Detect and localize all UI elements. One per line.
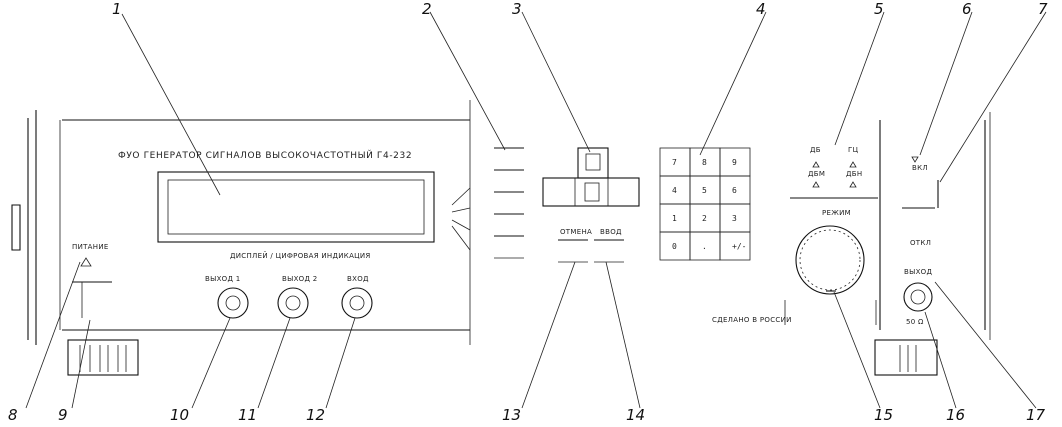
led-label-hz: ГЦ [848, 146, 859, 154]
led-label-dbn: ДБН [846, 170, 862, 178]
display-caption: ДИСПЛЕЙ / ЦИФРОВАЯ ИНДИКАЦИЯ [230, 251, 371, 260]
numeric-keypad[interactable]: 7 8 9 4 5 6 1 2 3 0. +/- [659, 147, 751, 261]
keypad-key-label: 0 [672, 242, 677, 251]
right-foot [874, 339, 938, 376]
callout-number: 11 [238, 406, 257, 424]
callout-number: 1 [112, 0, 122, 18]
knob-label-2: ВЫХОД 2 [282, 275, 318, 283]
keypad-key-label: 9 [732, 158, 737, 167]
led-label-dbm: ДБМ [808, 170, 825, 178]
chassis-outline [62, 100, 991, 345]
power-label: ПИТАНИЕ [72, 243, 109, 251]
keypad-key-label: 2 [702, 214, 707, 223]
rotary-encoder[interactable] [795, 225, 865, 295]
callout-number: 9 [58, 406, 68, 424]
knob-output-1[interactable] [217, 287, 249, 319]
callout-number: 15 [874, 406, 893, 424]
callout-number: 16 [946, 406, 965, 424]
keypad-key-label: 5 [702, 186, 707, 195]
callout-number: 14 [626, 406, 645, 424]
keypad-key-label: 1 [672, 214, 677, 223]
vkl-label: ВКЛ [912, 164, 928, 172]
knob-label-1: ВЫХОД 1 [205, 275, 241, 283]
led-label-db: ДБ [810, 146, 821, 154]
otkl-label: ОТКЛ [910, 239, 931, 247]
power-switch[interactable] [902, 180, 939, 209]
callout-number: 4 [756, 0, 766, 18]
ohm-label: 50 Ω [906, 318, 924, 326]
mode-indicators: ДБ ГЦ ДБМ ДБН [808, 146, 862, 188]
panel-title: ФУО ГЕНЕРАТОР СИГНАЛОВ ВЫСОКОЧАСТОТНЫЙ Г… [118, 149, 412, 161]
keypad-key-label: +/- [732, 242, 746, 251]
callout-number: 2 [422, 0, 432, 18]
display-window [157, 171, 435, 243]
keypad-key-label: . [702, 242, 707, 251]
rf-output-connector[interactable] [903, 282, 933, 312]
callout-number: 13 [502, 406, 521, 424]
callout-number: 5 [874, 0, 884, 18]
knob-label-3: ВХОД [347, 275, 369, 283]
encoder-label: РЕЖИМ [822, 209, 851, 217]
keypad-key-label: 4 [672, 186, 677, 195]
rf-out-label: ВЫХОД [904, 268, 932, 276]
power-button[interactable] [72, 257, 112, 318]
knob-input[interactable] [341, 287, 373, 319]
keypad-key-label: 6 [732, 186, 737, 195]
keypad-key[interactable] [719, 231, 751, 261]
callout-number: 8 [8, 406, 18, 424]
callout-number: 3 [512, 0, 522, 18]
knob-output-2[interactable] [277, 287, 309, 319]
arrow-keys[interactable] [542, 147, 640, 207]
cancel-label: ОТМЕНА [560, 228, 592, 236]
keypad-key-label: 3 [732, 214, 737, 223]
cancel-enter-keys[interactable] [558, 239, 624, 263]
keypad-key-label: 7 [672, 158, 677, 167]
callout-number: 10 [170, 406, 189, 424]
made-in-label: СДЕЛАНО В РОССИИ [712, 316, 792, 324]
keypad-key-label: 8 [702, 158, 707, 167]
left-rack-ear [11, 110, 61, 345]
callout-number: 12 [306, 406, 325, 424]
callout-leaders [25, 11, 1047, 409]
callout-number: 7 [1038, 0, 1048, 18]
enter-label: ВВОД [600, 228, 622, 236]
callout-number: 17 [1026, 406, 1046, 424]
left-foot [67, 339, 139, 376]
function-buttons[interactable] [451, 147, 524, 259]
callout-number: 6 [962, 0, 972, 18]
